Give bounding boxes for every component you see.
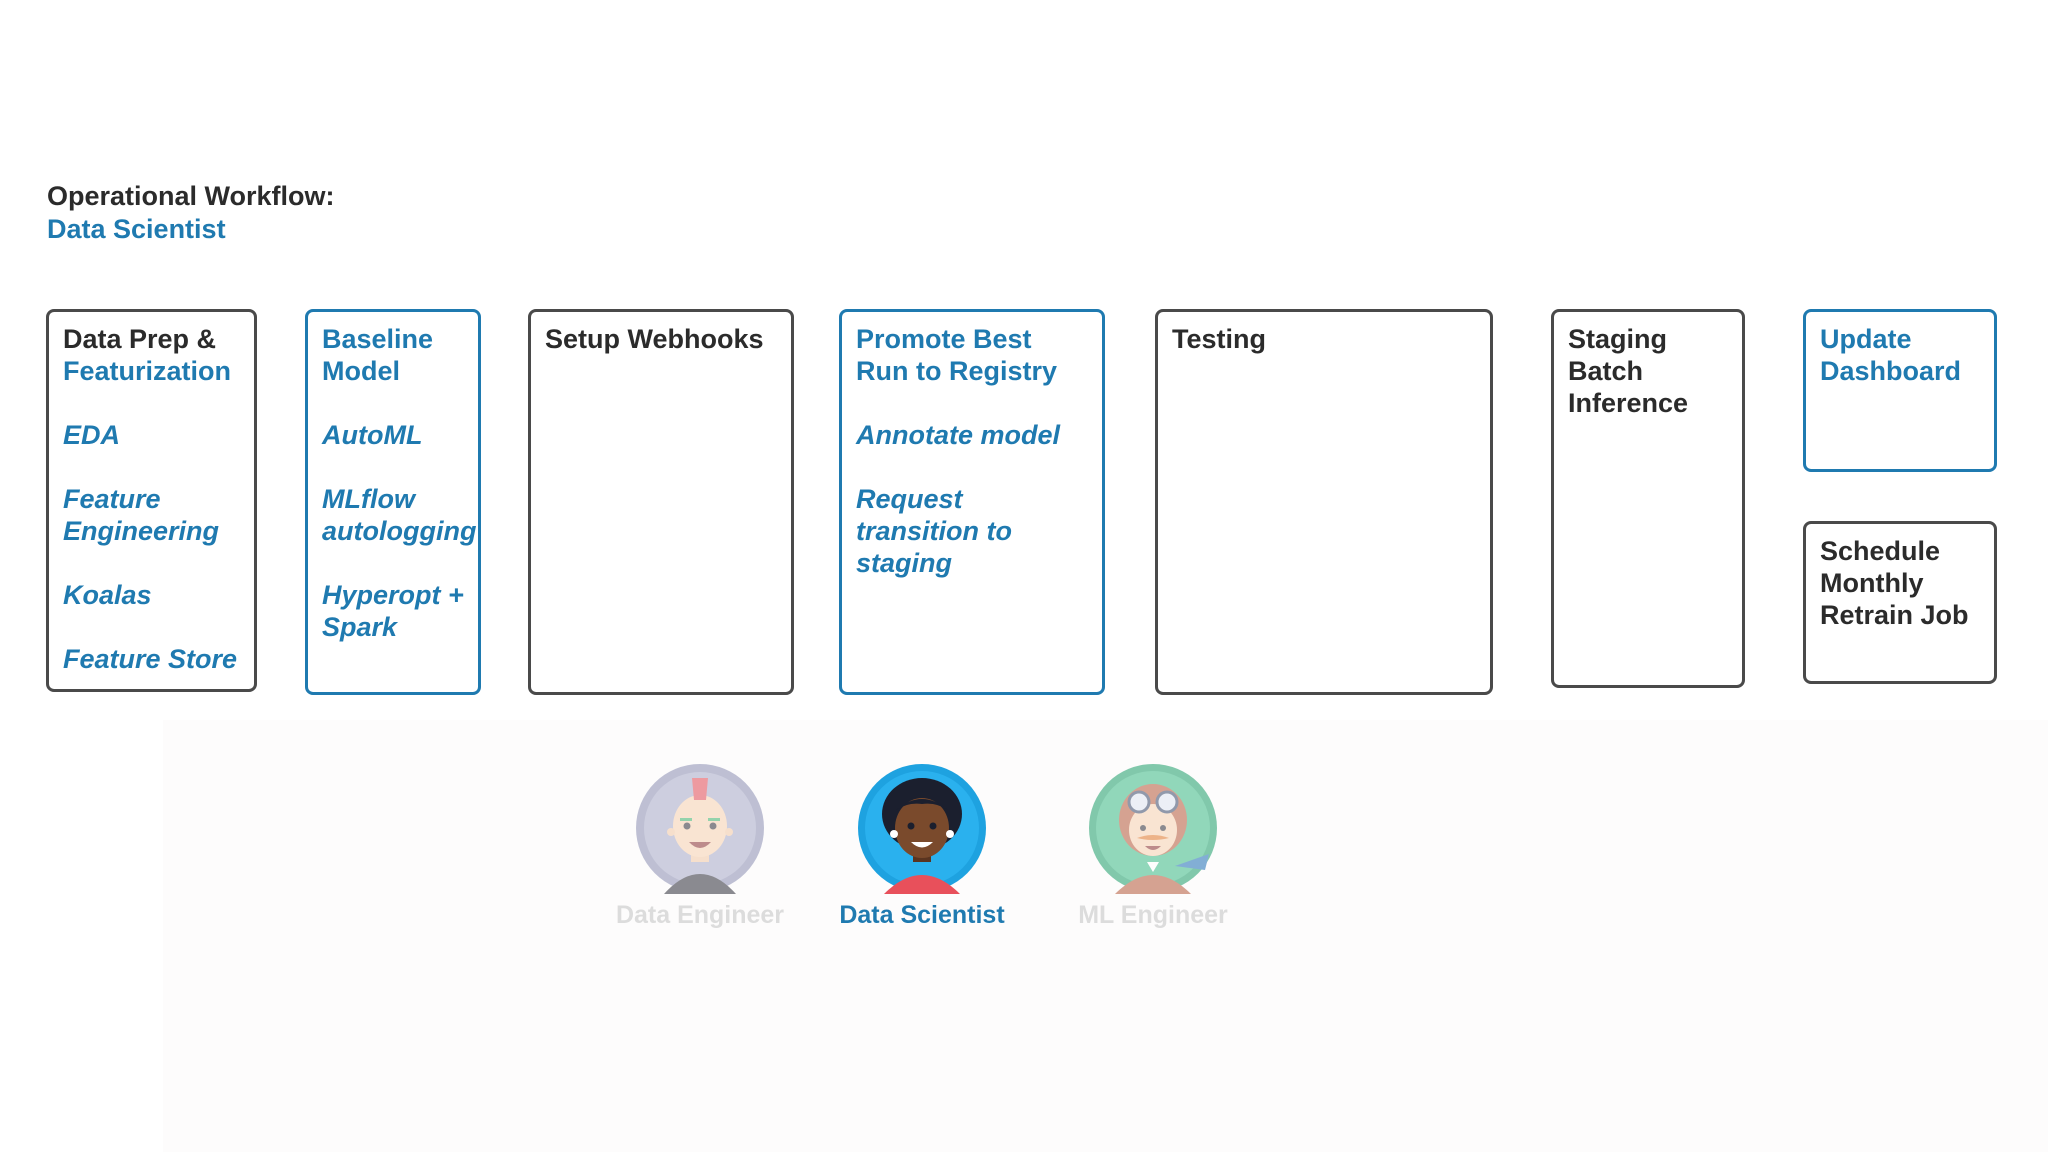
persona-data-engineer[interactable]: Data Engineer	[590, 762, 810, 930]
data-scientist-avatar-icon	[858, 764, 986, 894]
box-baseline-title: Baseline Model	[322, 324, 434, 386]
workflow-role: Data Scientist	[47, 214, 226, 244]
box-item-feature-engineering: Feature Engineering	[63, 484, 220, 546]
box-item-feature-store: Feature Store	[63, 644, 238, 674]
box-retrain-title: Schedule Monthly Retrain Job	[1820, 536, 1969, 630]
box-item-request-transition: Request transition to staging	[856, 484, 1012, 578]
box-webhooks-title: Setup Webhooks	[545, 324, 764, 354]
workflow-title: Operational Workflow:	[47, 181, 335, 211]
box-data-prep-title: Data Prep & Featurization	[63, 323, 240, 387]
box-item-mlflow-autologging: MLflow autologging	[322, 484, 477, 546]
box-staging-batch-inference: Staging Batch Inference	[1551, 309, 1745, 688]
box-item-eda: EDA	[63, 420, 121, 450]
persona-label-data-scientist: Data Scientist	[839, 901, 1005, 929]
box-setup-webhooks: Setup Webhooks	[528, 309, 794, 695]
persona-ml-engineer[interactable]: ML Engineer	[1043, 762, 1263, 930]
box-data-prep-title-part2: Featurization	[63, 356, 232, 386]
box-dashboard-title: Update Dashboard	[1820, 324, 1962, 386]
box-promote-title: Promote Best Run to Registry	[856, 324, 1058, 386]
data-engineer-avatar-icon	[636, 764, 764, 894]
persona-label-data-engineer: Data Engineer	[615, 901, 785, 929]
box-baseline-model: Baseline Model AutoML MLflow autologging…	[305, 309, 481, 695]
box-item-koalas: Koalas	[63, 580, 152, 610]
ml-engineer-avatar-icon	[1089, 764, 1217, 894]
box-testing: Testing	[1155, 309, 1493, 695]
box-schedule-retrain: Schedule Monthly Retrain Job	[1803, 521, 1997, 684]
box-item-hyperopt-spark: Hyperopt + Spark	[322, 580, 464, 642]
persona-data-scientist[interactable]: Data Scientist	[812, 762, 1032, 930]
persona-label-ml-engineer: ML Engineer	[1078, 901, 1228, 929]
box-update-dashboard: Update Dashboard	[1803, 309, 1997, 472]
box-staging-title: Staging Batch Inference	[1568, 324, 1689, 418]
box-testing-title: Testing	[1172, 324, 1266, 354]
box-data-prep: Data Prep & Featurization EDA Feature En…	[46, 309, 257, 692]
box-item-annotate-model: Annotate model	[856, 420, 1061, 450]
box-item-automl: AutoML	[322, 420, 423, 450]
box-promote-best-run: Promote Best Run to Registry Annotate mo…	[839, 309, 1105, 695]
page-title: Operational Workflow: Data Scientist	[47, 180, 335, 246]
box-data-prep-title-part1: Data Prep &	[63, 324, 217, 354]
